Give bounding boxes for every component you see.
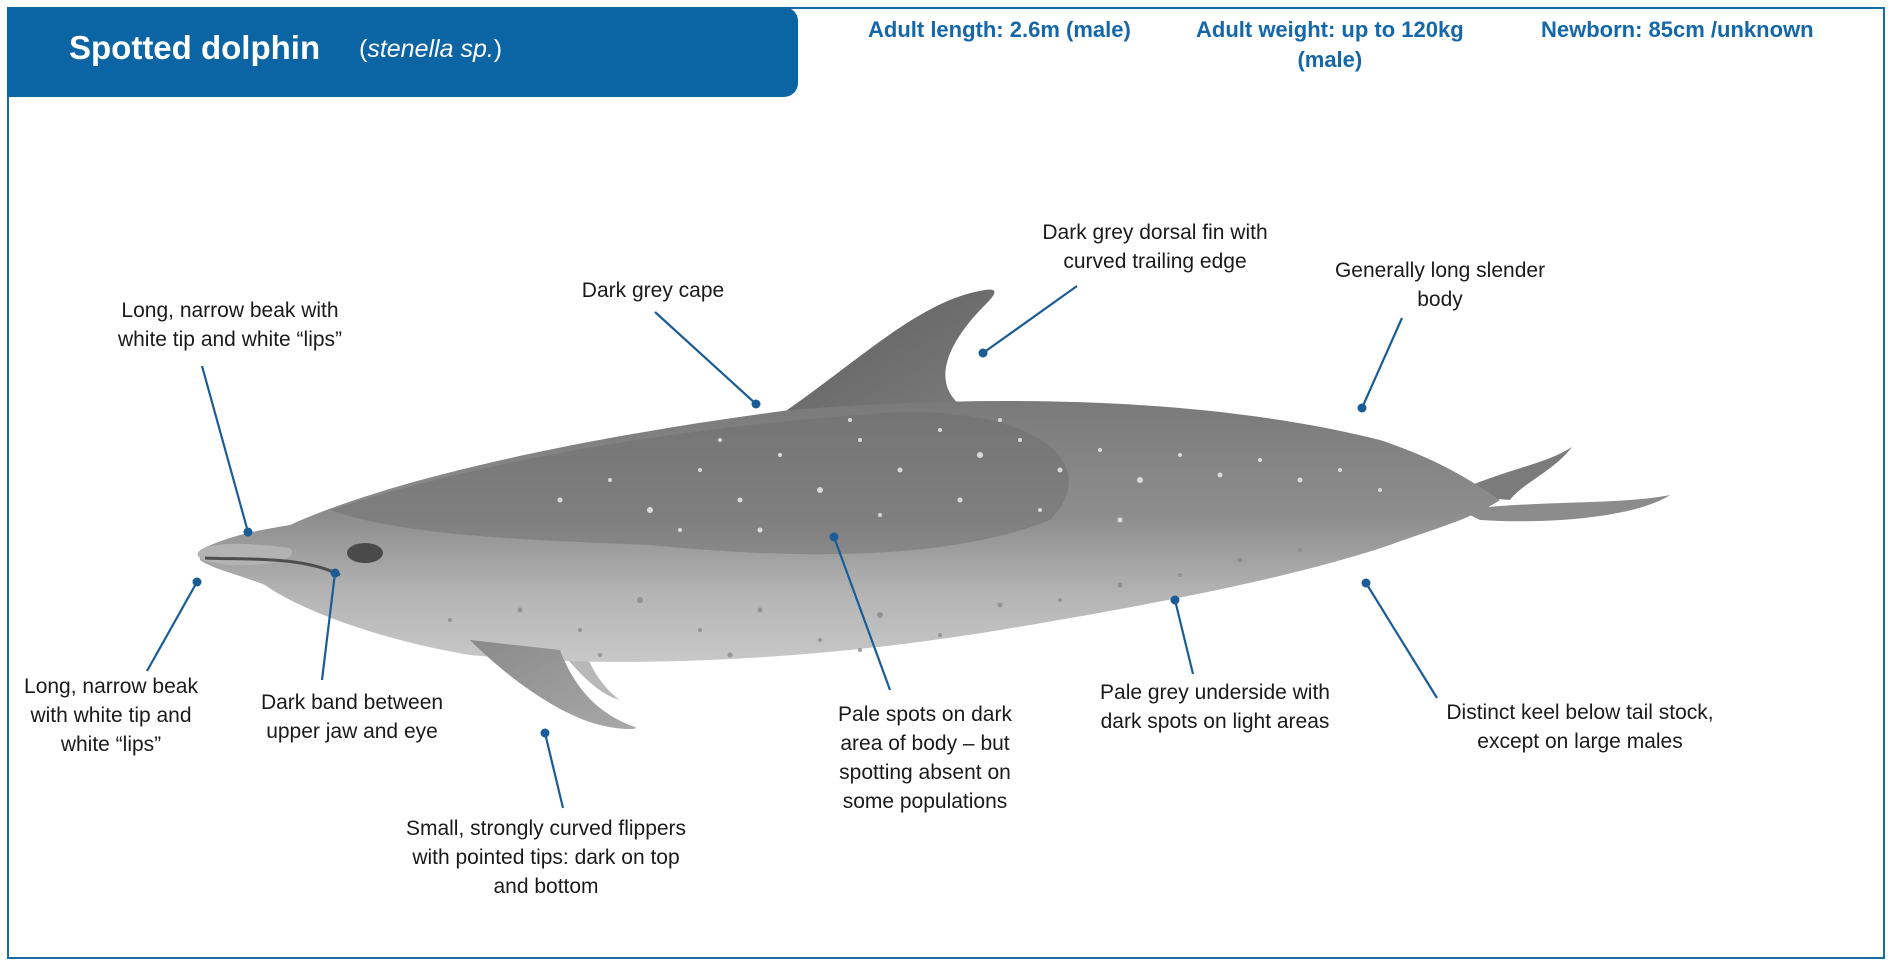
label-dorsal-fin: Dark grey dorsal fin with curved trailin… [1042,221,1268,273]
dark-jaw-band [204,556,341,577]
stat-newborn: Newborn: 85cm /unknown [1541,17,1814,42]
pale-spots [557,418,1382,533]
eye [347,543,383,563]
title-banner: Spotted dolphin (stenella sp.) [7,7,798,97]
dark-cape [330,411,1069,555]
lower-fluke [1460,495,1670,522]
dorsal-fin [780,289,995,415]
upper-fluke [1450,447,1572,500]
label-pale-spots: Pale spots on dark area of body – but sp… [838,703,1012,813]
leader-lines [146,285,1438,809]
label-beak-bottom: Long, narrow beak with white tip and whi… [24,675,198,756]
label-keel: Distinct keel below tail stock, except o… [1446,701,1714,753]
label-beak-top: Long, narrow beak with white tip and whi… [117,299,343,351]
species-name: (stenella sp.) [359,35,503,63]
figure-frame [7,7,1885,959]
stat-adult-weight: Adult weight: up to 120kg (male) [1196,17,1464,72]
far-flipper [560,650,620,700]
label-underside: Pale grey underside with dark spots on l… [1100,681,1330,733]
dark-spots [448,548,1302,658]
stat-adult-length: Adult length: 2.6m (male) [868,17,1131,42]
label-body: Generally long slender body [1334,259,1546,311]
label-flippers: Small, strongly curved flippers with poi… [405,817,687,898]
page-title: Spotted dolphin [69,29,321,66]
label-cape: Dark grey cape [581,279,725,302]
near-flipper [470,640,636,730]
label-dark-band: Dark band between upper jaw and eye [260,691,444,743]
leader-dots [192,348,1371,738]
